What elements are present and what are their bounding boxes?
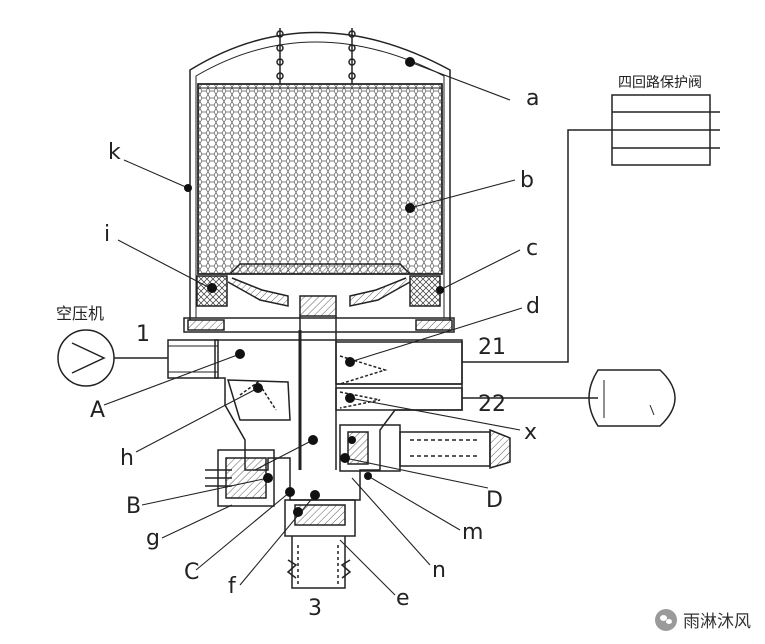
label-i: i [104,222,111,247]
port-3-label: 3 [308,596,322,621]
leader-lines [103,61,523,596]
label-b: b [520,168,534,193]
protection-valve-box [462,94,720,363]
watermark: 雨淋沐风 [655,607,751,632]
canister-shell [189,31,451,320]
port-21-label: 21 [478,335,506,360]
label-c: c [526,236,539,261]
protection-valve-label: 四回路保护阀 [618,75,702,91]
top-springs [276,28,356,84]
label-d: d [526,294,540,319]
label-e: e [396,586,410,611]
port-1-label: 1 [136,322,150,347]
label-h: h [120,446,134,471]
label-a: a [526,86,540,111]
reservoir-symbol [462,369,676,427]
label-B: B [126,494,142,519]
port-22-label: 22 [478,392,506,417]
watermark-text: 雨淋沐风 [683,612,751,632]
label-n: n [432,558,446,583]
dryer-body [167,28,511,589]
label-C: C [184,560,200,585]
label-x: x [524,420,538,445]
label-m: m [462,520,484,545]
label-f: f [228,574,236,599]
indicator-dots [184,57,444,517]
compressor-label: 空压机 [56,304,105,323]
seal-right [409,275,441,307]
label-A: A [90,398,106,423]
desiccant-cartridge [197,83,443,275]
compressor-symbol [57,329,168,387]
label-D: D [486,488,503,513]
wechat-icon [655,608,677,631]
label-k: k [108,140,121,165]
label-g: g [146,526,160,551]
